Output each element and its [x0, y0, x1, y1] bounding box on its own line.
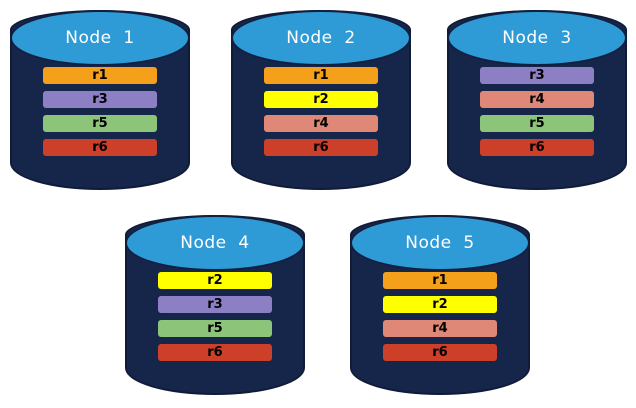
replica-label: r6: [529, 140, 545, 155]
replica-bar-r6[interactable]: r6: [480, 139, 594, 156]
replica-label: r3: [529, 68, 545, 83]
cylinder-top-ellipse: Node 4: [125, 215, 305, 271]
replica-bar-r4[interactable]: r4: [480, 91, 594, 108]
replica-label: r1: [432, 273, 448, 288]
replica-bar-r1[interactable]: r1: [43, 67, 157, 84]
replica-bar-r3[interactable]: r3: [43, 91, 157, 108]
database-node-1[interactable]: Node 1 r1 r3 r5 r6: [10, 10, 190, 190]
replica-bar-r6[interactable]: r6: [158, 344, 272, 361]
replica-bar-r4[interactable]: r4: [264, 115, 378, 132]
replica-list: r3 r4 r5 r6: [447, 67, 627, 156]
replica-label: r4: [529, 92, 545, 107]
replica-label: r1: [313, 68, 329, 83]
node-title: Node 3: [502, 28, 572, 48]
replica-label: r6: [207, 345, 223, 360]
replica-bar-r5[interactable]: r5: [158, 320, 272, 337]
node-title: Node 5: [405, 233, 475, 253]
cylinder-top-ellipse: Node 5: [350, 215, 530, 271]
replica-bar-r4[interactable]: r4: [383, 320, 497, 337]
replica-bar-r1[interactable]: r1: [383, 272, 497, 289]
replica-bar-r3[interactable]: r3: [158, 296, 272, 313]
replica-label: r5: [529, 116, 545, 131]
replica-bar-r5[interactable]: r5: [480, 115, 594, 132]
replica-label: r2: [313, 92, 329, 107]
replica-label: r3: [92, 92, 108, 107]
replica-bar-r2[interactable]: r2: [383, 296, 497, 313]
replica-label: r5: [207, 321, 223, 336]
replica-label: r2: [432, 297, 448, 312]
replica-bar-r6[interactable]: r6: [264, 139, 378, 156]
replica-bar-r1[interactable]: r1: [264, 67, 378, 84]
replica-bar-r5[interactable]: r5: [43, 115, 157, 132]
replica-bar-r6[interactable]: r6: [43, 139, 157, 156]
replica-list: r1 r2 r4 r6: [350, 272, 530, 361]
replica-label: r6: [432, 345, 448, 360]
replica-list: r1 r2 r4 r6: [231, 67, 411, 156]
replica-label: r4: [432, 321, 448, 336]
replica-bar-r2[interactable]: r2: [158, 272, 272, 289]
replica-label: r1: [92, 68, 108, 83]
replica-label: r2: [207, 273, 223, 288]
replica-label: r6: [92, 140, 108, 155]
cylinder-top-ellipse: Node 2: [231, 10, 411, 66]
node-title: Node 1: [65, 28, 135, 48]
cylinder-top-ellipse: Node 1: [10, 10, 190, 66]
database-node-5[interactable]: Node 5 r1 r2 r4 r6: [350, 215, 530, 395]
database-node-2[interactable]: Node 2 r1 r2 r4 r6: [231, 10, 411, 190]
node-title: Node 4: [180, 233, 250, 253]
replica-bar-r2[interactable]: r2: [264, 91, 378, 108]
replica-bar-r6[interactable]: r6: [383, 344, 497, 361]
replica-label: r4: [313, 116, 329, 131]
replica-bar-r3[interactable]: r3: [480, 67, 594, 84]
replica-label: r5: [92, 116, 108, 131]
replica-list: r1 r3 r5 r6: [10, 67, 190, 156]
replica-label: r3: [207, 297, 223, 312]
database-node-3[interactable]: Node 3 r3 r4 r5 r6: [447, 10, 627, 190]
replica-list: r2 r3 r5 r6: [125, 272, 305, 361]
replica-label: r6: [313, 140, 329, 155]
database-node-4[interactable]: Node 4 r2 r3 r5 r6: [125, 215, 305, 395]
cylinder-top-ellipse: Node 3: [447, 10, 627, 66]
node-title: Node 2: [286, 28, 356, 48]
